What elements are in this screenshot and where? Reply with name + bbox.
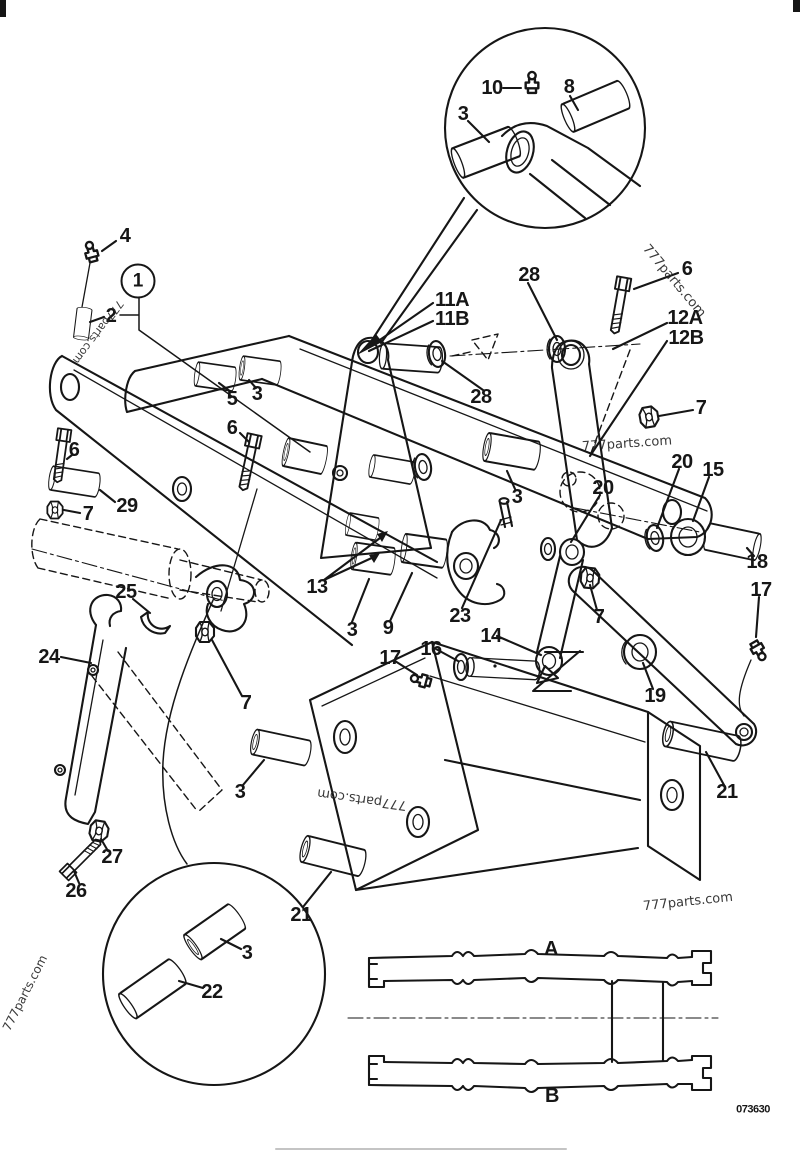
callout-3: 3 — [251, 383, 263, 405]
callout-6: 6 — [681, 258, 693, 280]
callout-3: 3 — [346, 619, 358, 641]
callout-20: 20 — [671, 451, 693, 473]
callout-3: 3 — [457, 103, 469, 125]
callout-26: 26 — [65, 880, 87, 902]
callout-28: 28 — [470, 386, 492, 408]
callout-18: 18 — [746, 551, 768, 573]
callout-11B: 11B — [434, 308, 470, 330]
callout-3: 3 — [234, 781, 246, 803]
callout-3: 3 — [241, 942, 253, 964]
callout-14: 14 — [480, 625, 502, 647]
callout-16: 16 — [420, 638, 442, 660]
callout-23: 23 — [449, 605, 471, 627]
left-hardware — [31, 427, 270, 644]
callout-21: 21 — [290, 904, 312, 926]
callout-A: A — [544, 938, 558, 960]
callout-20: 20 — [592, 477, 614, 499]
callout-15: 15 — [702, 459, 724, 481]
balloon-leaders — [72, 239, 311, 453]
callout-19: 19 — [644, 685, 666, 707]
callout-3: 3 — [511, 486, 523, 508]
callout-7: 7 — [695, 397, 707, 419]
lever-24-group — [53, 593, 223, 882]
callout-10: 10 — [481, 77, 503, 99]
callout-6: 6 — [68, 439, 80, 461]
callout-24: 24 — [38, 646, 60, 668]
arm-19-group — [567, 507, 771, 763]
callout-21: 21 — [716, 781, 738, 803]
lower-box-beam — [247, 640, 702, 892]
callout-B: B — [545, 1085, 559, 1107]
link-14-group — [408, 536, 601, 693]
callout-4: 4 — [119, 225, 131, 247]
callout-7: 7 — [240, 692, 252, 714]
callout-8: 8 — [563, 76, 575, 98]
callout-29: 29 — [116, 495, 138, 517]
pointer-arrow — [357, 196, 479, 355]
callout-7: 7 — [82, 503, 94, 525]
link-plate-11 — [319, 333, 641, 560]
callout-5: 5 — [226, 388, 238, 410]
callout-17: 17 — [750, 579, 772, 601]
latch-hook-23 — [446, 497, 514, 606]
plan-view — [347, 948, 719, 1094]
callout-17: 17 — [379, 647, 401, 669]
callout-6: 6 — [226, 417, 238, 439]
callout-12A: 12A — [667, 307, 703, 329]
callout-073630: 073630 — [736, 1103, 770, 1116]
callout-13: 13 — [306, 576, 328, 598]
callout-25: 25 — [115, 581, 137, 603]
detail-circle-bottom — [101, 597, 327, 1087]
callout-12B: 12B — [668, 327, 704, 349]
callout-28: 28 — [518, 264, 540, 286]
detail-circle-top — [443, 26, 647, 230]
callout-22: 22 — [201, 981, 223, 1003]
callout-11A: 11A — [434, 289, 470, 311]
leader-lines — [59, 86, 761, 990]
link-plate-12 — [546, 275, 661, 548]
callout-2: 2 — [105, 305, 117, 327]
assembly-balloon-1: 1 — [120, 263, 156, 299]
callout-9: 9 — [382, 617, 394, 639]
callout-7: 7 — [593, 606, 605, 628]
callout-27: 27 — [101, 846, 123, 868]
